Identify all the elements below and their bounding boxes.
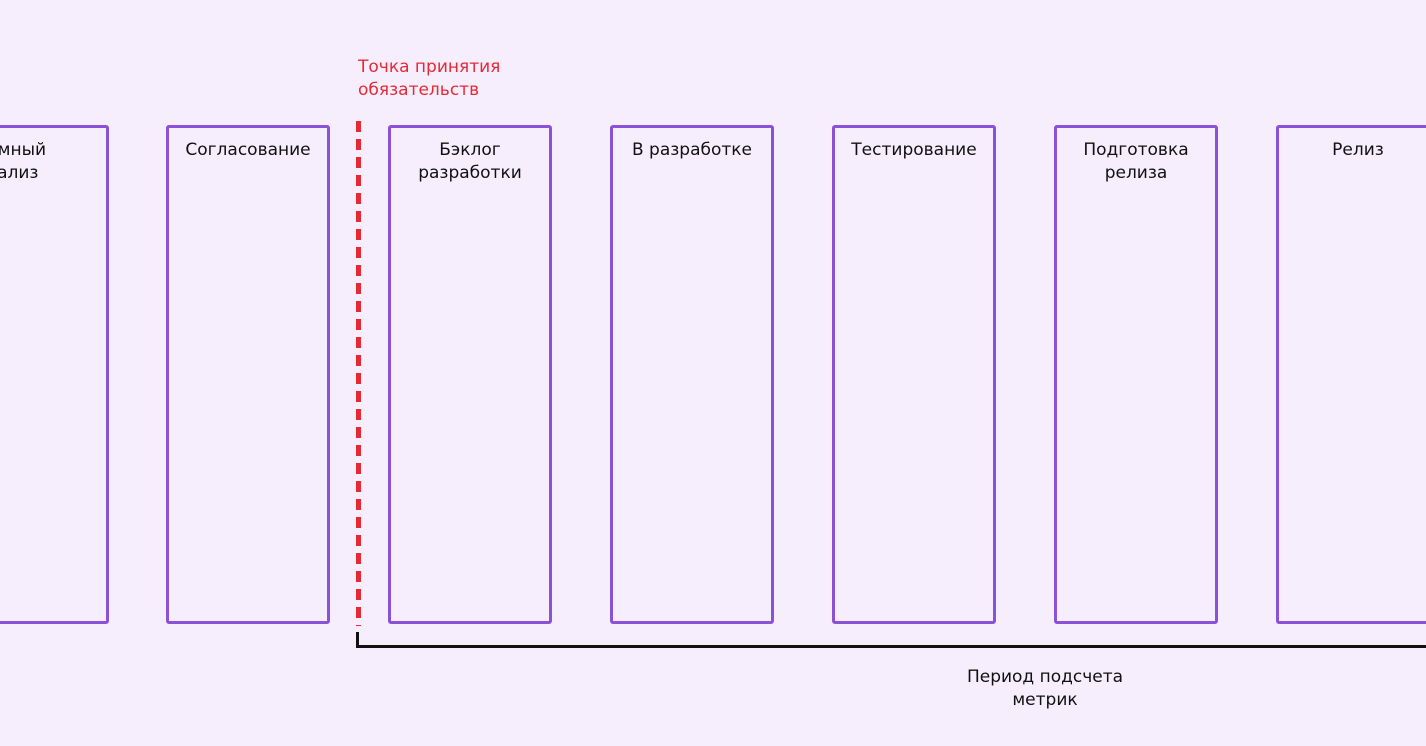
column-release: Релиз [1276,125,1426,624]
commitment-point-label: Точка принятия обязательств [358,57,501,100]
column-label: Тестирование [851,140,977,160]
column-label: Бэклог разработки [418,140,522,183]
metrics-period-label: Период подсчета метрик [966,667,1124,710]
column-dev-backlog: Бэклог разработки [388,125,552,624]
column-approval: Согласование [166,125,330,624]
column-label: Подготовка релиза [1083,140,1189,183]
column-label: В разработке [631,140,753,160]
column-in-development: В разработке [610,125,774,624]
column-label: Согласование [185,140,311,160]
column-label: Релиз [1332,140,1384,160]
column-system-analysis: стемный анализ [0,125,109,624]
column-label: стемный анализ [0,140,47,183]
column-testing: Тестирование [832,125,996,624]
commitment-point-line [356,121,361,626]
column-release-prep: Подготовка релиза [1054,125,1218,624]
metrics-period-bracket [356,632,1426,648]
